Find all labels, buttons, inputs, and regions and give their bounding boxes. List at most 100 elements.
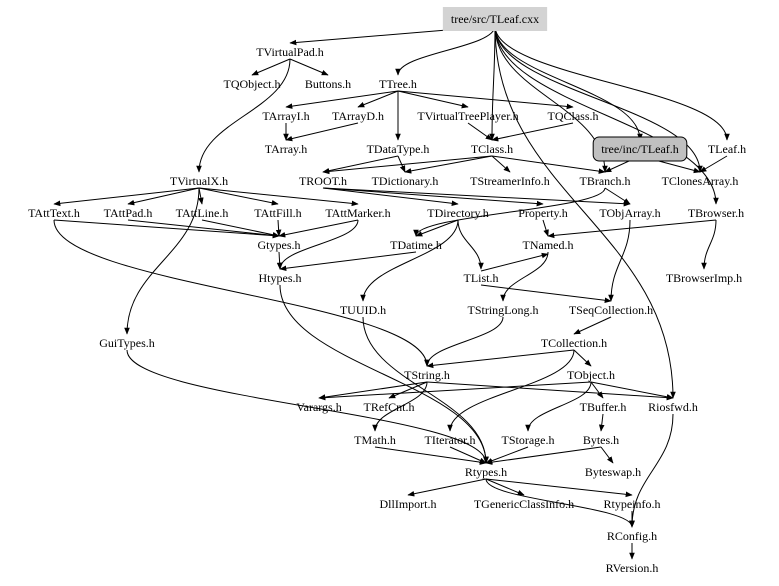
node-tstorage[interactable]: TStorage.h [502,433,555,447]
node-label: GuiTypes.h [99,336,155,350]
edge-rtypes-to-dllimport [407,478,487,497]
node-tdatime[interactable]: TDatime.h [390,238,442,252]
node-dllimport[interactable]: DllImport.h [380,497,437,511]
node-tstringlong[interactable]: TStringLong.h [468,303,539,317]
edge-tstorage-to-rtypes [485,446,529,464]
edge-tdirectory-to-tdatime [415,219,459,237]
edge-property-to-tnamed [542,219,549,237]
node-tseqcollection[interactable]: TSeqCollection.h [569,303,653,317]
node-tclonesarray[interactable]: TClonesArray.h [662,174,739,188]
node-label: TAttPad.h [104,206,153,220]
edge-tvirtualx-to-tattpad [127,187,200,206]
edge-tleaf-cxx-to-ttree [395,25,496,76]
node-tstreamerinfo[interactable]: TStreamerInfo.h [470,174,550,188]
node-tvirtualtreeplayer[interactable]: TVirtualTreePlayer.h [417,109,518,123]
node-troot[interactable]: TROOT.h [299,174,347,188]
node-tdictionary[interactable]: TDictionary.h [372,174,439,188]
node-byteswap[interactable]: Byteswap.h [585,465,641,479]
node-gtypes[interactable]: Gtypes.h [258,238,301,252]
node-label: TVirtualPad.h [256,45,324,59]
node-tbranch[interactable]: TBranch.h [580,174,631,188]
edge-tleaf-cxx-to-tclass [489,25,496,141]
node-tobject[interactable]: TObject.h [567,368,615,382]
node-tqobject[interactable]: TQObject.h [224,77,281,91]
edge-bytes-to-rtypes [485,446,602,465]
node-trefcnt[interactable]: TRefCnt.h [364,400,415,414]
node-tattline[interactable]: TAttLine.h [176,206,229,220]
node-tarray[interactable]: TArray.h [265,142,308,156]
node-tmath[interactable]: TMath.h [354,433,396,447]
node-tdirectory[interactable]: TDirectory.h [427,206,489,220]
node-label: tree/inc/TLeaf.h [601,142,679,156]
node-rconfig[interactable]: RConfig.h [607,529,657,543]
node-label: TDirectory.h [427,206,489,220]
node-tclass[interactable]: TClass.h [471,142,513,156]
node-label: TDatime.h [390,238,442,252]
node-label: TSeqCollection.h [569,303,653,317]
node-label: Property.h [518,206,568,220]
edge-tvirtualx-to-tatttext [53,187,200,207]
edge-tleaf-cxx-to-riosfwd [494,25,676,399]
node-tqclass[interactable]: TQClass.h [548,109,599,123]
node-label: tree/src/TLeaf.cxx [451,12,539,26]
node-ttree[interactable]: TTree.h [379,77,417,91]
edge-tclass-to-tbranch [491,155,606,174]
node-tarrayi[interactable]: TArrayI.h [262,109,309,123]
edge-ttree-to-tarrayd [357,90,399,108]
node-tlist[interactable]: TList.h [464,271,499,285]
edge-tattfill-to-gtypes [275,219,282,237]
edge-guitypes-to-rtypes [126,349,489,464]
node-tarrayd[interactable]: TArrayD.h [332,109,384,123]
node-tobjarray[interactable]: TObjArray.h [599,206,660,220]
node-guitypes[interactable]: GuiTypes.h [99,336,155,350]
node-tvirtualpad[interactable]: TVirtualPad.h [256,45,324,59]
node-varargs[interactable]: Varargs.h [296,400,341,414]
node-tbuffer[interactable]: TBuffer.h [580,400,627,414]
node-tvirtualx[interactable]: TVirtualX.h [170,174,228,188]
edge-tbrowser-to-tbrowserimp [701,219,717,270]
node-tatttext[interactable]: TAttText.h [28,206,80,220]
edge-tmath-to-rtypes [374,446,487,465]
node-tuuid[interactable]: TUUID.h [340,303,386,317]
node-tdatatype[interactable]: TDataType.h [367,142,430,156]
node-rtypes[interactable]: Rtypes.h [465,465,507,479]
node-tleaf-cxx[interactable]: tree/src/TLeaf.cxx [442,7,548,31]
node-tattpad[interactable]: TAttPad.h [104,206,153,220]
node-label: TBranch.h [580,174,631,188]
edge-tvirtualx-to-tattmarker [198,187,359,207]
node-tattmarker[interactable]: TAttMarker.h [325,206,390,220]
edge-tclass-to-tdictionary [404,155,493,174]
edge-tobject-to-tbuffer [590,381,604,399]
node-label: TArray.h [265,142,308,156]
node-tcollection[interactable]: TCollection.h [541,336,607,350]
node-tnamed[interactable]: TNamed.h [523,238,574,252]
node-label: TAttText.h [28,206,80,220]
edge-tbuffer-to-bytes [598,413,605,432]
node-tleaf-h[interactable]: TLeaf.h [708,142,746,156]
node-bytes[interactable]: Bytes.h [583,433,619,447]
node-titerator[interactable]: TIterator.h [425,433,476,447]
node-tleaf-inc[interactable]: tree/inc/TLeaf.h [592,136,688,162]
node-tstring[interactable]: TString.h [404,368,450,382]
node-label: TVirtualX.h [170,174,228,188]
node-htypes[interactable]: Htypes.h [259,271,302,285]
source-file-box [442,7,548,31]
node-rversion[interactable]: RVersion.h [606,561,659,575]
node-tgenericclassinfo[interactable]: TGenericClassInfo.h [474,497,574,511]
edge-tclass-to-tstreamerinfo [491,155,511,173]
edge-tattmarker-to-gtypes [278,219,359,238]
edge-tattpad-to-gtypes [127,219,280,239]
edge-tdirectory-to-tuuid [360,219,459,302]
node-label: TArrayI.h [262,109,309,123]
edge-tvirtualx-to-guitypes [124,187,200,335]
node-rtypeinfo[interactable]: Rtypeinfo.h [604,497,661,511]
node-tbrowserimp[interactable]: TBrowserImp.h [666,271,742,285]
node-tattfill[interactable]: TAttFill.h [254,206,301,220]
node-tbrowser[interactable]: TBrowser.h [688,206,744,220]
edge-tleaf-cxx-to-tbrowser [494,25,719,205]
node-buttons[interactable]: Buttons.h [305,77,351,91]
node-riosfwd[interactable]: Riosfwd.h [648,400,698,414]
edge-tuuid-to-rtypes [362,316,489,464]
edge-ttree-to-tqclass [397,90,574,110]
node-property[interactable]: Property.h [518,206,568,220]
